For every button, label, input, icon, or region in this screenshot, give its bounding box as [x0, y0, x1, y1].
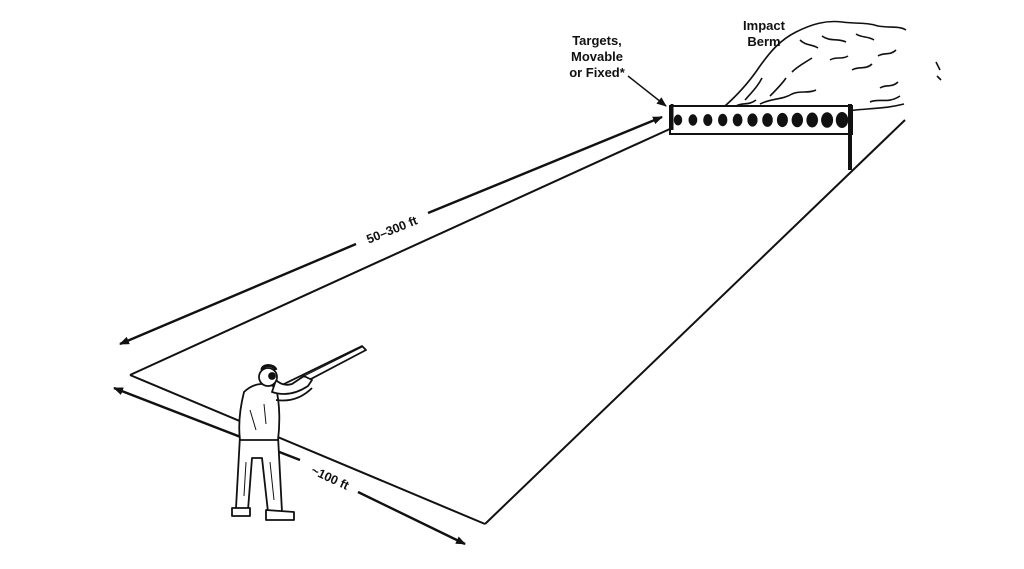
targets-label: Targets, Movable or Fixed*: [569, 33, 667, 107]
berm-outline: [717, 20, 907, 113]
targets-label-line3: or Fixed*: [569, 65, 626, 80]
range-length-label: 50–300 ft: [365, 213, 421, 246]
shooter-legs: [235, 435, 283, 513]
range-near-edge: [129, 374, 486, 525]
range-width-label: ~100 ft: [309, 463, 352, 493]
berm-label: Impact Berm: [743, 18, 786, 49]
target-frame: [669, 104, 853, 170]
berm-label-line2: Berm: [747, 34, 780, 49]
range-left-edge: [129, 127, 673, 376]
range-floor: [129, 119, 906, 525]
target-11: [821, 112, 834, 128]
length-arrow-lower: [119, 242, 357, 346]
shooter-ear-protection: [260, 364, 278, 371]
length-arrow-upper: [427, 115, 663, 215]
target-2: [688, 114, 698, 126]
target-3: [703, 114, 713, 126]
target-9: [791, 112, 803, 128]
target-10: [806, 112, 818, 128]
target-12: [835, 112, 849, 128]
target-1: [673, 114, 683, 126]
shooter-boots: [231, 507, 295, 521]
target-5: [732, 113, 743, 127]
range-right-edge: [484, 119, 906, 525]
target-4: [718, 113, 728, 127]
targets-label-line1: Targets,: [572, 33, 622, 48]
shooter-figure: [231, 345, 367, 521]
target-board: [669, 105, 853, 135]
targets-label-line2: Movable: [571, 49, 623, 64]
shooter-arms: [271, 375, 313, 395]
range-length-dimension: 50–300 ft: [119, 115, 663, 346]
target-8: [776, 112, 788, 128]
target-row: [673, 112, 849, 128]
target-7: [762, 113, 773, 127]
target-6: [747, 113, 758, 127]
impact-berm-hill: [717, 20, 942, 113]
width-arrow-right: [357, 490, 466, 546]
targets-pointer-arrow: [627, 75, 667, 107]
berm-label-line1: Impact: [743, 18, 786, 33]
